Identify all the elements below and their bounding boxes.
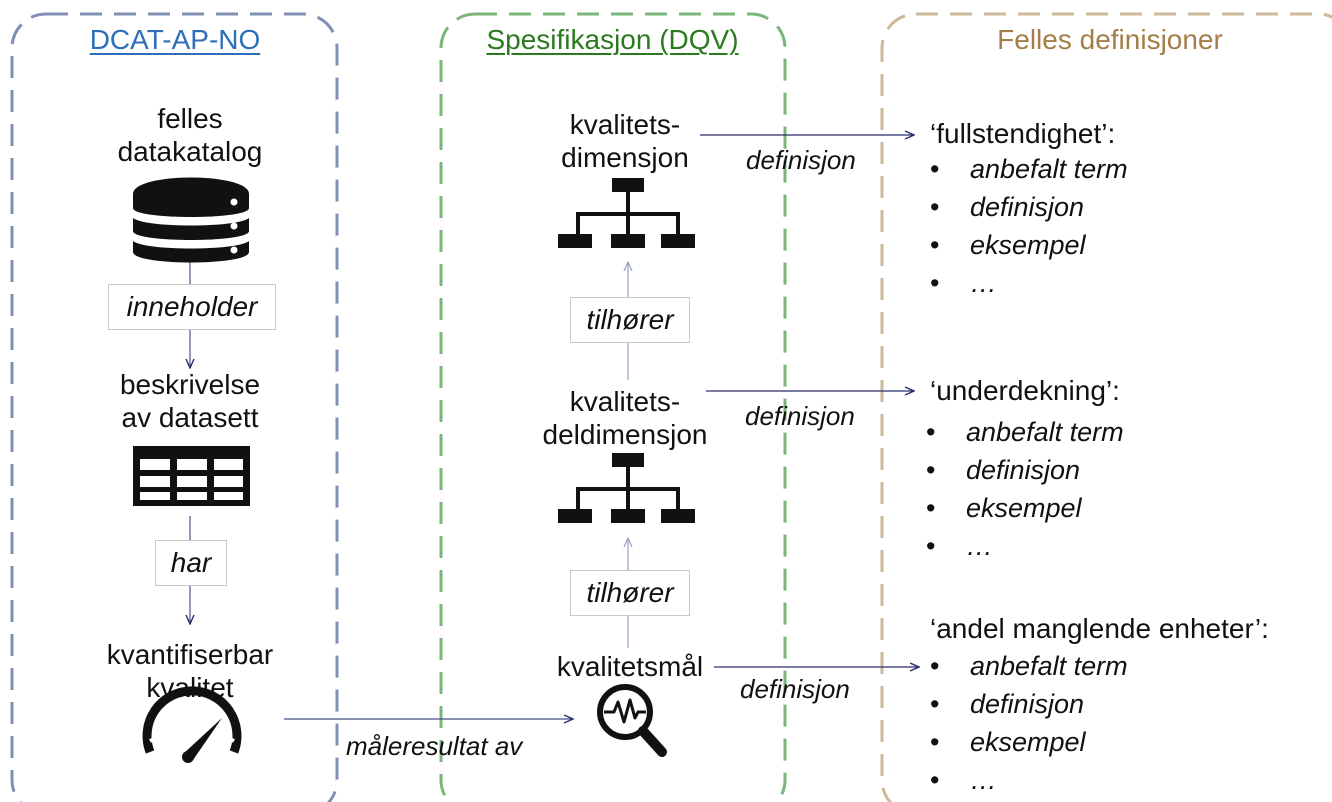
contains-label: inneholder [108, 284, 276, 330]
list-item: anbefalt term [930, 648, 1128, 686]
dataset-label-line2: av datasett [121, 402, 259, 433]
list-item: eksempel [926, 490, 1124, 528]
hierarchy-icon [558, 453, 695, 523]
dimension-label-line1: kvalitets- [569, 109, 681, 140]
definition-list-fullstendighet: anbefalt term definisjon eksempel … [930, 151, 1128, 303]
dataset-node: beskrivelse av datasett [80, 368, 300, 434]
belongs-label-2: tilhører [570, 570, 690, 616]
has-label: har [155, 540, 227, 586]
list-item: … [930, 762, 1128, 800]
dimension-node: kvalitets- dimensjon [520, 108, 730, 174]
definition-list-underdekning: anbefalt term definisjon eksempel … [926, 414, 1124, 566]
list-item: … [926, 528, 1124, 566]
list-item: anbefalt term [930, 151, 1128, 189]
definition-label-1: definisjon [746, 145, 856, 175]
magnifier-waveform-icon [597, 684, 667, 757]
catalog-label-line1: felles [157, 103, 223, 134]
hierarchy-icon [558, 178, 695, 248]
list-item: definisjon [930, 686, 1128, 724]
dimension-label-line2: dimensjon [561, 142, 689, 173]
gauge-icon [142, 686, 242, 763]
list-item: eksempel [930, 724, 1128, 762]
definition-title-underdekning: ‘underdekning’: [930, 375, 1120, 406]
measurement-result-label: måleresultat av [346, 731, 523, 761]
defs-column-frame [880, 12, 1332, 802]
catalog-node: felles datakatalog [90, 102, 290, 168]
table-icon [133, 446, 250, 506]
list-item: definisjon [926, 452, 1124, 490]
dcat-column-frame [10, 12, 339, 802]
definition-label-2: definisjon [745, 401, 855, 431]
quality-label-line2: kvalitet [146, 672, 234, 703]
list-item: … [930, 265, 1128, 303]
quality-label-line1: kvantifiserbar [106, 639, 274, 670]
dataset-label-line1: beskrivelse [119, 369, 261, 400]
catalog-label-line2: datakatalog [117, 136, 263, 167]
definition-label-3: definisjon [740, 674, 850, 704]
subdimension-label-line1: kvalitets- [569, 386, 681, 417]
list-item: definisjon [930, 189, 1128, 227]
measure-label: kvalitetsmål [556, 651, 704, 682]
subdimension-label-line2: deldimensjon [542, 419, 708, 450]
defs-column-title: Felles definisjoner [997, 24, 1223, 55]
definition-list-andel-manglende-enheter: anbefalt term definisjon eksempel … [930, 648, 1128, 800]
dcat-column-title: DCAT-AP-NO [89, 24, 261, 55]
definition-title-andel-manglende-enheter: ‘andel manglende enheter’: [930, 613, 1269, 644]
measure-node: kvalitetsmål [530, 650, 730, 683]
list-item: eksempel [930, 227, 1128, 265]
list-item: anbefalt term [926, 414, 1124, 452]
spec-column-frame [439, 12, 787, 802]
belongs-label-1: tilhører [570, 297, 690, 343]
quality-node: kvantifiserbar kvalitet [80, 638, 300, 704]
definition-title-fullstendighet: ‘fullstendighet’: [930, 118, 1116, 149]
spec-column-title: Spesifikasjon (DQV) [486, 24, 739, 55]
subdimension-node: kvalitets- deldimensjon [515, 385, 735, 451]
database-icon [133, 177, 249, 263]
